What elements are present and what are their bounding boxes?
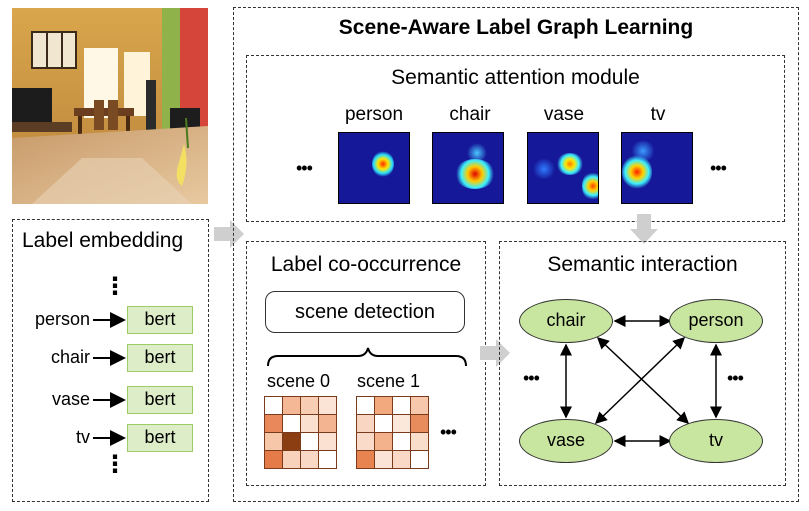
matrix-cell <box>411 415 428 432</box>
vertical-ellipsis-top: ⋮ <box>103 273 127 300</box>
bert-encoder-person: bert <box>127 306 193 334</box>
matrix-cell <box>411 397 428 414</box>
label-embedding-title: Label embedding <box>22 229 184 252</box>
matrix-cell <box>393 415 410 432</box>
matrix-cell <box>411 451 428 468</box>
attention-ellipsis-left: ••• <box>296 158 313 178</box>
scene-aware-label-graph-panel <box>233 7 799 502</box>
heatmap-label-chair: chair <box>449 104 491 125</box>
label-cooccurrence-panel <box>246 241 486 486</box>
matrix-cell <box>283 397 300 414</box>
embedding-word-chair: chair <box>50 347 90 367</box>
matrix-cell <box>357 397 374 414</box>
matrix-cell <box>393 451 410 468</box>
matrix-cell <box>411 433 428 450</box>
matrix-cell <box>319 451 336 468</box>
semantic-interaction-title: Semantic interaction <box>547 253 738 276</box>
node-vase: vase <box>519 419 613 463</box>
heatmap-label-vase: vase <box>543 104 585 125</box>
matrix-cell <box>357 415 374 432</box>
matrix-cell <box>375 451 392 468</box>
matrix-cell <box>265 433 282 450</box>
node-chair: chair <box>519 299 613 343</box>
matrix-cell <box>283 433 300 450</box>
embedding-word-tv: tv <box>75 427 90 447</box>
matrix-cell <box>301 433 318 450</box>
flow-arrow-cooccurrence-to-interaction <box>480 339 510 367</box>
heatmap-vase <box>527 132 599 204</box>
interaction-ellipsis-left: ••• <box>523 368 540 388</box>
semantic-interaction-panel <box>499 241 786 486</box>
edge-person-vase <box>594 336 686 425</box>
node-tv: tv <box>669 419 763 463</box>
scene-1-label: scene 1 <box>357 371 421 391</box>
node-person: person <box>669 299 763 343</box>
cooccurrence-matrix-scene-1 <box>356 396 429 469</box>
matrix-cell <box>265 397 282 414</box>
matrix-cell <box>301 451 318 468</box>
matrix-cell <box>375 415 392 432</box>
semantic-attention-panel <box>246 55 785 222</box>
scene-0-label: scene 0 <box>267 371 331 391</box>
flow-arrow-down <box>630 214 658 244</box>
vertical-ellipsis-bottom: ⋮ <box>103 451 127 478</box>
heatmap-label-tv: tv <box>650 104 666 125</box>
bert-encoder-tv: bert <box>127 424 193 452</box>
heatmap-person <box>338 132 410 204</box>
matrix-cell <box>319 433 336 450</box>
scene-detection-box <box>265 291 465 333</box>
matrix-cell <box>301 415 318 432</box>
matrix-cell <box>265 415 282 432</box>
matrix-cell <box>265 451 282 468</box>
heatmap-chair <box>432 132 504 204</box>
edge-chair-tv <box>596 336 690 425</box>
heatmap-tv <box>621 132 693 204</box>
label-embedding-panel <box>12 219 209 502</box>
heatmap-label-person: person <box>344 104 404 125</box>
flow-arrow-left-to-right <box>214 220 244 248</box>
matrix-cell <box>357 433 374 450</box>
embedding-word-person: person <box>34 309 90 329</box>
attention-ellipsis-right: ••• <box>710 158 727 178</box>
matrix-cell <box>283 451 300 468</box>
main-title: Scene-Aware Label Graph Learning <box>338 16 694 39</box>
matrix-cell <box>319 397 336 414</box>
bert-encoder-chair: bert <box>127 344 193 372</box>
scene-detection-label: scene detection <box>294 301 436 323</box>
matrix-cell <box>283 415 300 432</box>
interaction-ellipsis-right: ••• <box>727 368 744 388</box>
matrix-cell <box>301 397 318 414</box>
embedding-word-vase: vase <box>51 389 90 409</box>
label-cooccurrence-title: Label co-occurrence <box>270 253 462 276</box>
matrix-cell <box>357 451 374 468</box>
matrix-cell <box>393 433 410 450</box>
cooccurrence-ellipsis: ••• <box>440 422 457 442</box>
matrix-cell <box>393 397 410 414</box>
matrix-cell <box>319 415 336 432</box>
matrix-cell <box>375 397 392 414</box>
semantic-attention-title: Semantic attention module <box>391 66 640 89</box>
bert-encoder-vase: bert <box>127 386 193 414</box>
scene-photo-illustration <box>12 8 208 204</box>
input-scene-image <box>12 8 208 204</box>
matrix-cell <box>375 433 392 450</box>
cooccurrence-matrix-scene-0 <box>264 396 337 469</box>
